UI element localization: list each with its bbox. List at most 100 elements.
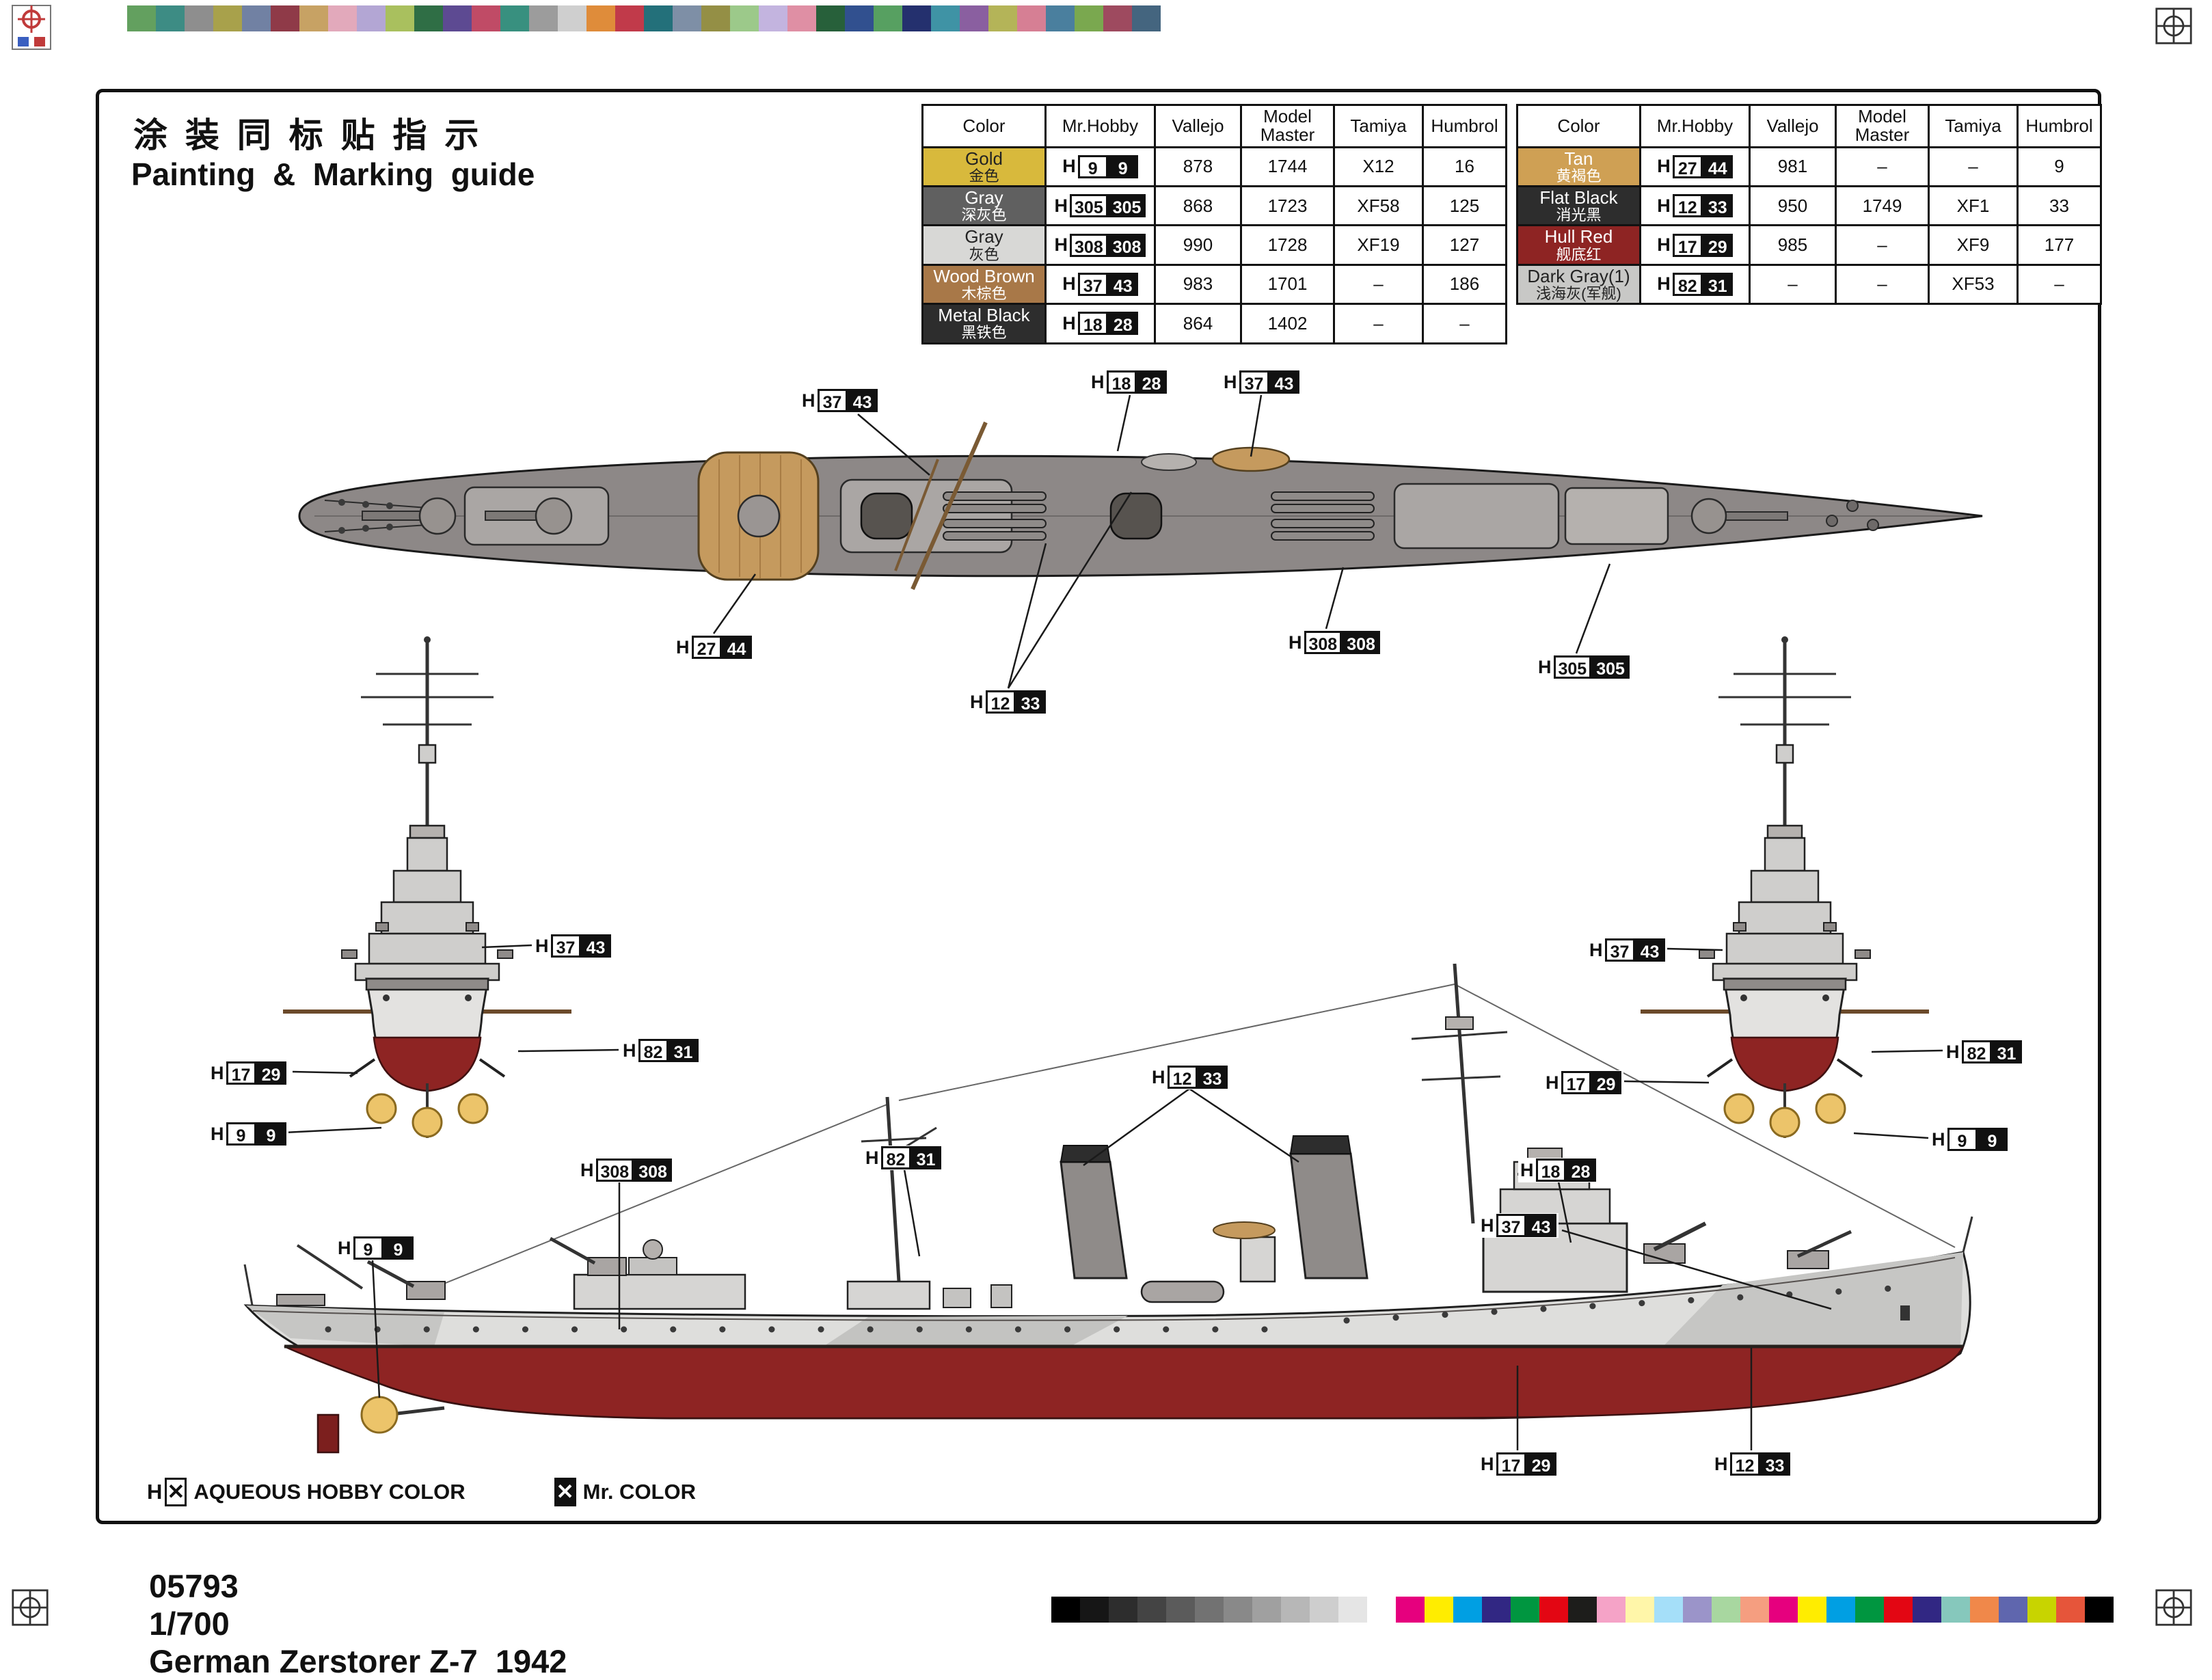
color-calibration-swatch bbox=[1224, 1597, 1252, 1623]
color-name: Tan bbox=[1564, 148, 1593, 169]
color-calibration-swatch bbox=[1281, 1597, 1310, 1623]
vallejo-cell: 985 bbox=[1749, 224, 1837, 266]
tamiya-cell: XF1 bbox=[1928, 185, 2019, 227]
color-calibration-swatch bbox=[1132, 5, 1161, 31]
color-calibration-swatch bbox=[1396, 1597, 1425, 1623]
col-header-tamiya: Tamiya bbox=[1928, 104, 2019, 148]
color-calibration-swatch bbox=[759, 5, 787, 31]
color-calibration-swatch bbox=[1511, 1597, 1539, 1623]
color-calibration-swatch bbox=[127, 5, 156, 31]
aqueous-label: AQUEOUS HOBBY COLOR bbox=[193, 1480, 466, 1504]
tamiya-cell: – bbox=[1928, 146, 2019, 187]
model-master-cell: 1402 bbox=[1240, 303, 1335, 344]
vallejo-cell: 983 bbox=[1154, 263, 1242, 306]
color-calibration-swatch bbox=[902, 5, 931, 31]
bow-view-left-illustration bbox=[283, 636, 571, 1138]
color-calibration-swatch bbox=[1884, 1597, 1913, 1623]
color-calibration-swatch bbox=[960, 5, 988, 31]
color-calibration-swatch bbox=[1712, 1597, 1740, 1623]
col-header-humbrol: Humbrol bbox=[2017, 104, 2102, 148]
color-calibration-swatch bbox=[443, 5, 472, 31]
kit-subject: German Zerstorer Z-7 1942 bbox=[149, 1643, 567, 1679]
bow-view-right-illustration bbox=[1641, 636, 1929, 1138]
color-name-cn: 浅海灰(军舰) bbox=[1536, 285, 1621, 303]
color-calibration-swatch bbox=[586, 5, 615, 31]
color-name-cn: 木棕色 bbox=[961, 285, 1007, 303]
color-name: Gold bbox=[965, 148, 1003, 169]
vallejo-cell: 864 bbox=[1154, 303, 1242, 344]
mr-color-box-icon: ✕ bbox=[554, 1478, 576, 1506]
col-header-modelmaster: Model Master bbox=[1240, 104, 1335, 148]
col-header-vallejo: Vallejo bbox=[1749, 104, 1837, 148]
humbrol-cell: 127 bbox=[1422, 224, 1507, 266]
color-calibration-swatch bbox=[472, 5, 500, 31]
color-calibration-swatch bbox=[845, 5, 874, 31]
color-name-cn: 舰底红 bbox=[1556, 245, 1602, 263]
model-master-cell: 1749 bbox=[1835, 185, 1930, 227]
kit-number: 05793 bbox=[149, 1568, 239, 1604]
color-calibration-swatch bbox=[1103, 5, 1132, 31]
color-calibration-swatch bbox=[1080, 1597, 1109, 1623]
color-calibration-swatch bbox=[271, 5, 299, 31]
paint-table-right: Color Mr.Hobby Vallejo Model Master Tami… bbox=[1516, 104, 2102, 306]
color-name-cn: 消光黑 bbox=[1556, 206, 1602, 224]
col-header-mrhobby: Mr.Hobby bbox=[1639, 104, 1751, 148]
humbrol-cell: 33 bbox=[2017, 185, 2102, 227]
model-master-cell: – bbox=[1835, 224, 1930, 266]
color-calibration-swatch bbox=[1367, 1597, 1396, 1623]
color-calibration-swatch bbox=[185, 5, 213, 31]
color-calibration-swatch bbox=[1626, 1597, 1654, 1623]
color-calibration-swatch bbox=[1453, 1597, 1482, 1623]
tamiya-cell: XF53 bbox=[1928, 263, 2019, 306]
color-name-cn: 黄褐色 bbox=[1556, 167, 1602, 185]
plan-view-illustration bbox=[298, 421, 1983, 591]
col-header-vallejo: Vallejo bbox=[1154, 104, 1242, 148]
paint-table-left: Color Mr.Hobby Vallejo Model Master Tami… bbox=[921, 104, 1507, 344]
color-calibration-swatch bbox=[673, 5, 701, 31]
humbrol-cell: 177 bbox=[2017, 224, 2102, 266]
vallejo-cell: 950 bbox=[1749, 185, 1837, 227]
tamiya-cell: XF58 bbox=[1333, 185, 1424, 227]
color-calibration-swatch bbox=[558, 5, 586, 31]
color-calibration-swatch bbox=[1310, 1597, 1338, 1623]
color-name-cn: 黑铁色 bbox=[961, 324, 1007, 342]
printer-stamp-logo bbox=[10, 3, 53, 51]
model-master-cell: 1701 bbox=[1240, 263, 1335, 306]
color-calibration-swatch bbox=[701, 5, 730, 31]
print-color-bar-top bbox=[127, 5, 1161, 31]
col-header-tamiya: Tamiya bbox=[1333, 104, 1424, 148]
color-calibration-swatch bbox=[2085, 1597, 2114, 1623]
guide-title-english: Painting & Marking guide bbox=[131, 157, 535, 192]
humbrol-cell: 125 bbox=[1422, 185, 1507, 227]
col-header-humbrol: Humbrol bbox=[1422, 104, 1507, 148]
model-master-cell: – bbox=[1835, 146, 1930, 187]
vallejo-cell: 868 bbox=[1154, 185, 1242, 227]
color-calibration-swatch bbox=[1195, 1597, 1224, 1623]
color-swatch-cell: Dark Gray(1)浅海灰(军舰) bbox=[1516, 263, 1641, 306]
color-calibration-swatch bbox=[1017, 5, 1046, 31]
tamiya-cell: XF19 bbox=[1333, 224, 1424, 266]
kit-title-line: 05793 1/700 German Zerstorer Z-7 1942 bbox=[131, 1530, 615, 1680]
color-calibration-swatch bbox=[1425, 1597, 1453, 1623]
color-calibration-swatch bbox=[1137, 1597, 1166, 1623]
tamiya-cell: X12 bbox=[1333, 146, 1424, 187]
